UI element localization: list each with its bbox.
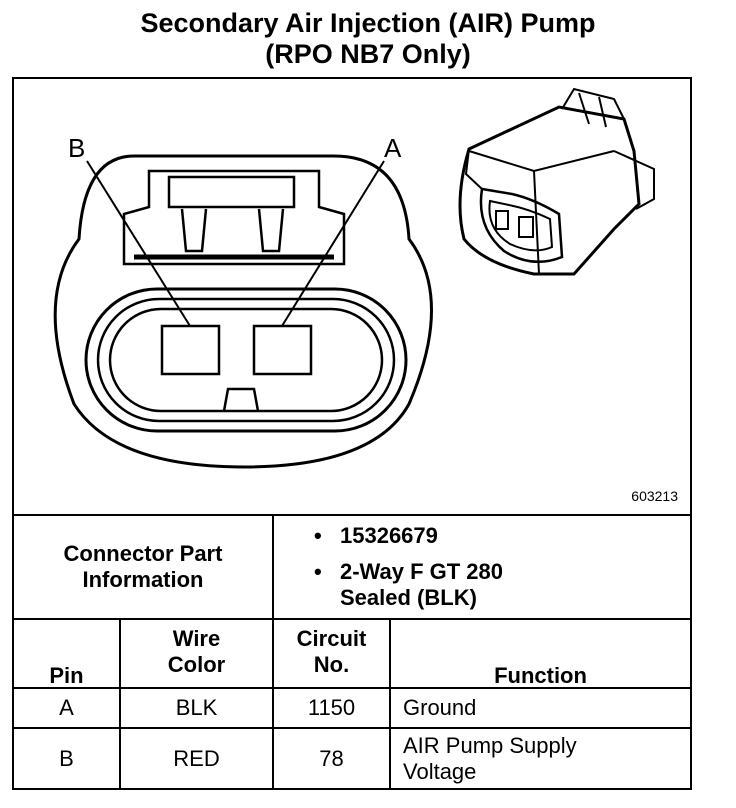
pin-label-a: A — [384, 133, 402, 163]
seal-ring-inner — [108, 307, 384, 413]
connector-3d-view — [458, 87, 655, 276]
connector-info-label: Connector Part Information — [63, 541, 223, 592]
divider-info — [272, 514, 274, 618]
leader-line-a — [281, 160, 385, 327]
cavity-b — [160, 324, 221, 376]
row-b-wire-color: RED — [173, 746, 220, 771]
connector-diagram: B A 603213 — [14, 79, 690, 514]
row-a-circuit-no: 1150 — [307, 695, 356, 720]
connector-face-drawing: B A — [53, 87, 655, 469]
header-wire-color: Wire Color — [167, 626, 226, 677]
cavity-a — [252, 324, 313, 376]
seal-ring-outer — [84, 287, 408, 433]
latch-tab — [167, 175, 296, 209]
keying-notch — [222, 387, 260, 412]
diagram-subtitle: (RPO NB7 Only) — [265, 39, 471, 69]
row-a-wire-color: BLK — [175, 695, 218, 720]
row-b-pin: B — [59, 746, 74, 771]
row-a-pin: A — [59, 695, 74, 720]
latch-housing — [122, 169, 346, 266]
connector-part-number: 15326679 — [340, 523, 438, 548]
divider-info-bottom — [14, 618, 690, 620]
pin-label-b: B — [68, 133, 85, 163]
row-b-circuit-no: 78 — [319, 746, 344, 771]
divider-row-a — [14, 727, 690, 729]
table-col-divider-3 — [389, 618, 391, 790]
row-a-function: Ground — [403, 695, 477, 720]
bullet-connector-type: • — [314, 559, 322, 584]
header-pin: Pin — [49, 663, 84, 688]
figure-number: 603213 — [631, 488, 678, 504]
header-function: Function — [494, 663, 587, 688]
leader-line-b — [86, 160, 191, 327]
row-b-function: AIR Pump Supply Voltage — [403, 733, 577, 784]
divider-header — [14, 687, 690, 689]
header-circuit-no: Circuit No. — [296, 626, 367, 677]
seal-ring-middle — [96, 297, 396, 423]
connector-outer-shell — [53, 154, 433, 469]
connector-frame: B A 603213 Connector Part Information • — [12, 77, 692, 790]
bullet-part-number: • — [314, 523, 322, 548]
table-col-divider-2 — [272, 618, 274, 790]
table-col-divider-1 — [119, 618, 121, 790]
latch-arm-right — [257, 208, 285, 253]
diagram-title: Secondary Air Injection (AIR) Pump — [140, 8, 596, 38]
latch-arm-left — [180, 208, 208, 253]
divider-diagram — [14, 514, 690, 516]
connector-type: 2-Way F GT 280 Sealed (BLK) — [340, 559, 504, 610]
